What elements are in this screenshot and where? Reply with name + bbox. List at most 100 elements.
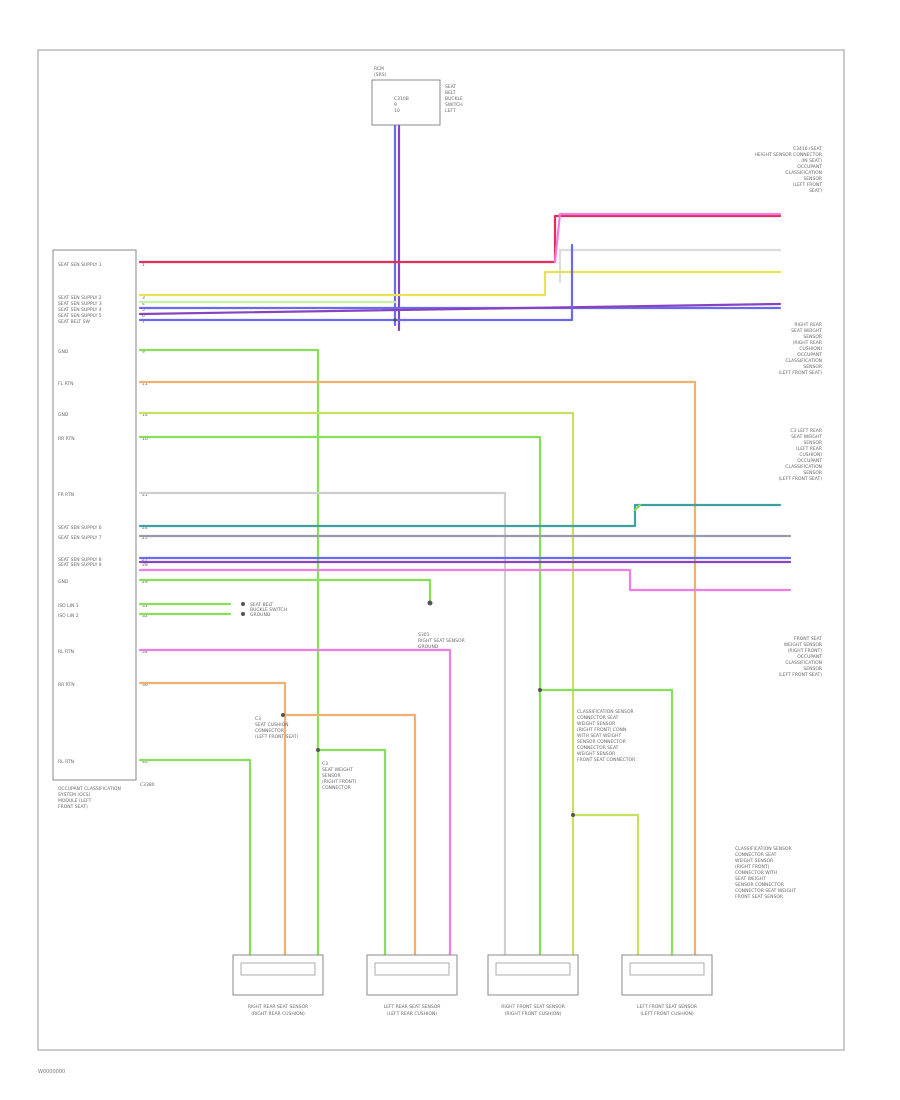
main-module-name-1: OCCUPANT CLASSIFICATION (58, 786, 121, 792)
pin-label-19: RR RTN (58, 682, 75, 688)
diagram-border (37, 49, 845, 1051)
pin-number-18: 34 (142, 649, 148, 655)
nlr-line-2: SENSOR (803, 440, 822, 446)
pin-number-5: 7 (142, 319, 145, 325)
wire-green-center (316, 748, 387, 962)
top-module-name-2: (SRS) (374, 72, 387, 78)
nmr-line-6: CLASSIFICATION (785, 358, 822, 364)
sensor-label-1: LEFT REAR SEAT SENSOR (384, 1004, 441, 1010)
nfx-line-2: WEIGHT SENSOR (735, 858, 773, 864)
wire-grey-2 (138, 491, 507, 962)
nsp-line-0: S301 (418, 632, 430, 638)
pin-number-14: 28 (142, 562, 148, 568)
nfr-line-2: (RIGHT FRONT) (788, 648, 823, 654)
pin-number-9: 16 (142, 436, 148, 442)
nmr-line-1: SEAT WEIGHT (791, 328, 822, 334)
top-module-note-2: BELT (445, 90, 456, 96)
nmr-line-7: SENSOR (803, 364, 822, 370)
nmi-line-4: CONNECTOR (322, 785, 351, 791)
nri-line-2: WEIGHT SENSOR (577, 721, 615, 727)
pin-number-15: 29 (142, 579, 148, 585)
pin-label-2: SEAT SEN SUPPLY 3 (58, 301, 102, 307)
sensor-inner-1 (374, 962, 450, 976)
nfx-line-4: CONNECTOR WITH (735, 870, 777, 876)
splices (241, 318, 575, 817)
pin-number-19: 36 (142, 682, 148, 688)
nfr-line-3: OCCUPANT (797, 654, 822, 660)
sensor-sub-1: (LEFT REAR CUSHION) (387, 1011, 437, 1017)
sensor-sub-3: (LEFT FRONT CUSHION) (640, 1011, 694, 1017)
sensor-label-0: RIGHT REAR SEAT SENSOR (248, 1004, 308, 1010)
wire-red-1 (138, 214, 782, 264)
nfr-line-5: SENSOR (803, 666, 822, 672)
nmr-line-0: RIGHT REAR (794, 322, 822, 328)
sensor-label-3: LEFT FRONT SEAT SENSOR (637, 1004, 697, 1010)
nmi-line-3: (RIGHT FRONT) (322, 779, 357, 785)
pin-number-10: 21 (142, 492, 148, 498)
nli-line-3: (LEFT FRONT SEAT) (255, 734, 299, 740)
nsb-line-1: BUCKLE SWITCH (250, 607, 287, 613)
nfx-line-7: CONNECTOR SEAT WEIGHT (735, 888, 796, 894)
top-module-name-1: RCM (374, 66, 384, 72)
pin-label-18: RL RTN (58, 649, 74, 655)
main-module-connector: C3380 (140, 782, 155, 788)
sensor-inner-0 (240, 962, 316, 976)
wire-yellow-1 (138, 270, 782, 297)
pin-label-6: GND (58, 349, 69, 355)
pin-number-16: 31 (142, 603, 148, 609)
nmi-line-2: SENSOR (322, 773, 341, 779)
pin-number-7: 11 (142, 381, 148, 387)
pin-label-10: FR RTN (58, 492, 74, 498)
nmi-line-1: SEAT WEIGHT (322, 767, 353, 773)
pin-label-5: SEAT BELT SW (58, 319, 90, 325)
pin-label-9: RR RTN (58, 436, 75, 442)
nlr-line-3: (LEFT REAR (796, 446, 822, 452)
sensor-sub-2: (RIGHT FRONT CUSHION) (505, 1011, 562, 1017)
ntr-line-6: (LEFT FRONT (793, 182, 822, 188)
wire-grey-1 (558, 248, 782, 284)
nli-line-0: C3 (255, 716, 261, 722)
nfr-line-1: WEIGHT SENSOR (784, 642, 822, 648)
nmr-line-8: (LEFT FRONT SEAT) (778, 370, 822, 376)
nlr-line-4: CUSHION) (799, 452, 822, 458)
nfx-line-0: CLASSIFICATION SENSOR (735, 846, 792, 852)
pin-label-17: ISO LIN 2 (58, 613, 79, 619)
nfx-line-1: CONNECTOR SEAT (735, 852, 777, 858)
pin-number-12: 25 (142, 535, 148, 541)
seat-sensors: RIGHT REAR SEAT SENSOR(RIGHT REAR CUSHIO… (232, 954, 713, 1017)
wire-green-3 (633, 503, 642, 512)
main-module-name-4: FRONT SEAT) (58, 804, 88, 810)
sensor-inner-3 (629, 962, 705, 976)
footer-code: W0000000 (38, 1069, 66, 1075)
pin-label-4: SEAT SEN SUPPLY 5 (58, 313, 102, 319)
pin-label-7: FL RTN (58, 381, 73, 387)
nfr-line-0: FRONT SEAT (794, 636, 822, 642)
pin-label-16: ISO LIN 1 (58, 603, 79, 609)
nsb-line-0: SEAT BELT (250, 602, 273, 608)
pin-label-0: SEAT SEN SUPPLY 1 (58, 262, 102, 268)
pin-label-11: SEAT SEN SUPPLY 6 (58, 525, 102, 531)
nfx-line-5: SEAT WEIGHT (735, 876, 766, 882)
top-module-inner-2: 9 (394, 102, 397, 108)
main-module-name-3: MODULE (LEFT (58, 798, 92, 804)
pin-number-0: 1 (142, 262, 145, 268)
nri-line-0: CLASSIFICATION SENSOR (577, 709, 634, 715)
top-module-note-5: LEFT (445, 108, 456, 114)
ntr-line-3: OCCUPANT (797, 164, 822, 170)
wire-blue-2 (138, 243, 574, 322)
pin-label-1: SEAT SEN SUPPLY 2 (58, 295, 102, 301)
nlr-line-1: SEAT WEIGHT (791, 434, 822, 440)
wire-green-rl (138, 758, 252, 962)
nlr-line-7: SENSOR (803, 470, 822, 476)
wire-orange-fl (138, 380, 697, 962)
wire-yellowgreen (138, 411, 575, 962)
pin-label-8: GND (58, 412, 69, 418)
top-module-note-4: SWITCH (445, 102, 463, 108)
nmr-line-2: SENSOR (803, 334, 822, 340)
